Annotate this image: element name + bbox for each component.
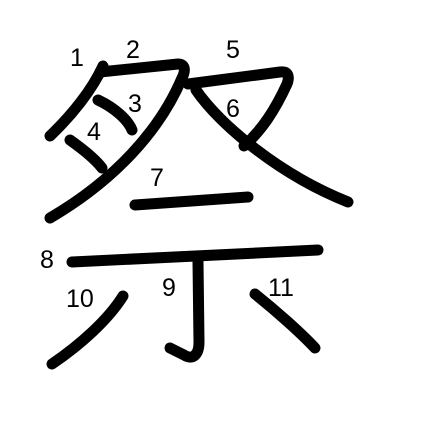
stroke-number-9: 9	[162, 274, 176, 302]
stroke-10	[46, 290, 129, 370]
stroke-5	[182, 66, 294, 152]
stroke-number-3: 3	[128, 90, 142, 118]
stroke-3	[92, 94, 138, 136]
stroke-9	[164, 256, 205, 363]
stroke-7	[129, 191, 254, 211]
stroke-number-2: 2	[126, 36, 140, 64]
stroke-number-11: 11	[268, 274, 294, 302]
stroke-8	[66, 244, 324, 268]
stroke-number-5: 5	[226, 36, 240, 64]
stroke-number-1: 1	[70, 44, 84, 72]
stroke-number-4: 4	[87, 118, 101, 146]
stroke-4	[64, 134, 108, 174]
stroke-number-10: 10	[66, 285, 94, 313]
stroke-number-6: 6	[226, 95, 240, 123]
stroke-6	[190, 84, 354, 208]
stroke-number-7: 7	[150, 164, 164, 192]
stroke-2	[44, 58, 190, 224]
stroke-number-8: 8	[40, 246, 54, 274]
stroke-11	[249, 288, 321, 354]
